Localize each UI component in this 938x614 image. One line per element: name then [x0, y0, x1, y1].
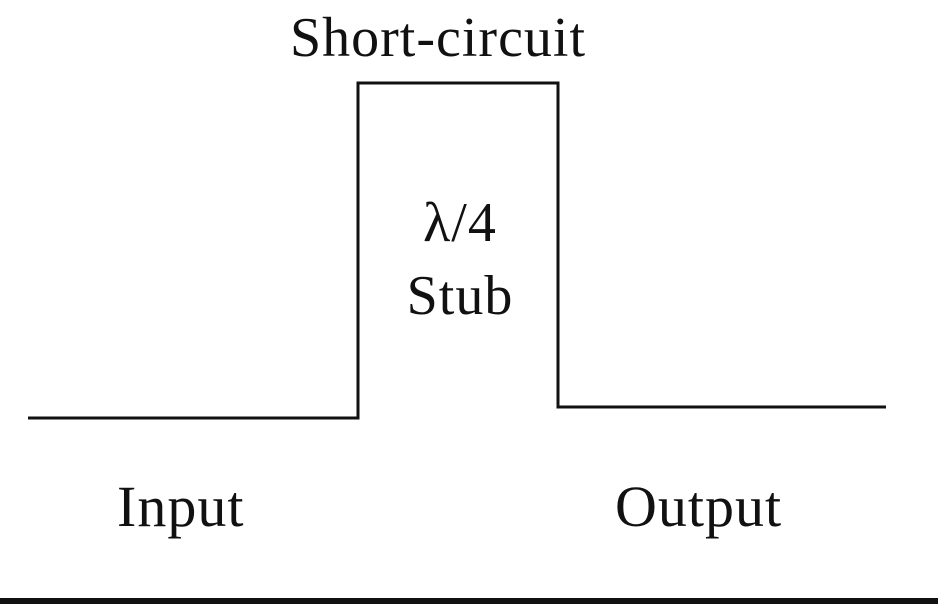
input-label: Input [117, 474, 245, 539]
stub-label: Stub [406, 265, 514, 327]
output-label: Output [615, 474, 783, 539]
stub-length-label: λ/4 [423, 192, 497, 254]
short-circuit-label: Short-circuit [290, 7, 587, 69]
stub-circuit-line [28, 81, 886, 420]
